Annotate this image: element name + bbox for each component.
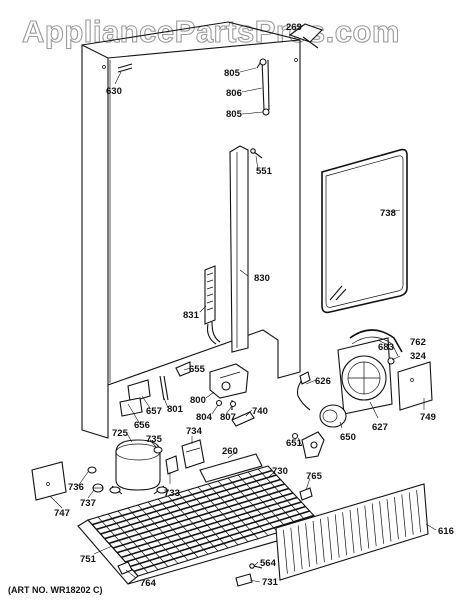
part-765-clip	[299, 487, 313, 501]
part-627-fan-shroud	[337, 329, 403, 415]
label-651: 651	[286, 438, 303, 449]
label-751: 751	[80, 554, 97, 565]
label-650: 650	[340, 432, 356, 443]
part-801-rod	[159, 375, 169, 401]
part-764-clip	[117, 561, 133, 575]
label-616: 616	[438, 526, 454, 537]
part-616-cover	[275, 483, 429, 581]
part-735-grommet	[153, 446, 163, 454]
art-number: (ART NO. WR18202 C)	[8, 585, 103, 595]
label-747: 747	[54, 508, 70, 519]
label-806: 806	[226, 88, 242, 99]
part-736-grommet	[87, 466, 97, 474]
part-260-bracket	[199, 453, 263, 483]
part-656-clip	[119, 397, 143, 417]
part-651-fan-blade	[291, 431, 325, 459]
label-656: 656	[134, 420, 150, 431]
label-260: 260	[222, 446, 238, 457]
label-626: 626	[315, 376, 331, 387]
part-551-screw	[250, 148, 263, 159]
label-324: 324	[410, 351, 427, 362]
part-labels: 269 630 805 806 805 551 738 830 831 655 …	[54, 22, 454, 589]
label-830: 830	[254, 273, 270, 284]
label-805a: 805	[224, 68, 241, 79]
label-627: 627	[372, 422, 388, 433]
label-564: 564	[260, 558, 277, 569]
label-765: 765	[306, 471, 323, 482]
label-269: 269	[286, 22, 302, 33]
part-657-bracket	[127, 379, 151, 403]
label-804: 804	[196, 412, 213, 423]
label-762: 762	[410, 337, 426, 348]
label-805b: 805	[226, 109, 243, 120]
label-730: 730	[272, 466, 288, 477]
watermark-text: AppliancePartsPros.com	[22, 14, 400, 49]
part-269-bracket	[288, 23, 324, 49]
label-655: 655	[189, 364, 206, 375]
label-831: 831	[183, 310, 200, 321]
label-735: 735	[146, 434, 163, 445]
label-737: 737	[80, 498, 96, 509]
part-830-trough	[229, 145, 249, 353]
leader-lines	[49, 67, 437, 583]
part-806-tube	[256, 58, 270, 116]
label-800: 800	[190, 395, 206, 406]
label-736: 736	[68, 482, 84, 493]
label-749: 749	[420, 412, 436, 423]
cabinet-case	[81, 21, 301, 439]
label-725: 725	[112, 428, 129, 439]
label-683: 683	[378, 342, 394, 353]
part-733-overload	[165, 455, 179, 475]
label-731: 731	[262, 577, 279, 588]
label-734: 734	[186, 426, 203, 437]
part-738-condenser-loop	[321, 148, 408, 314]
part-650-fan-motor	[319, 404, 347, 428]
part-725-compressor	[109, 439, 168, 495]
label-738: 738	[380, 208, 396, 219]
part-747-bracket	[31, 461, 67, 501]
part-831-strip	[204, 265, 221, 345]
label-807: 807	[220, 412, 236, 423]
label-657: 657	[146, 406, 162, 417]
part-731-clip	[235, 573, 253, 587]
label-630: 630	[106, 86, 122, 97]
label-801: 801	[167, 404, 184, 415]
part-749-cover	[387, 357, 433, 411]
part-737-grommet	[92, 483, 104, 493]
label-740: 740	[252, 406, 268, 417]
label-551: 551	[256, 166, 273, 177]
part-800-valve	[175, 361, 249, 410]
part-734-relay	[181, 439, 205, 469]
label-764: 764	[140, 578, 157, 589]
label-733: 733	[164, 488, 180, 499]
part-740-bracket	[231, 411, 255, 427]
part-626-harness	[296, 371, 311, 411]
